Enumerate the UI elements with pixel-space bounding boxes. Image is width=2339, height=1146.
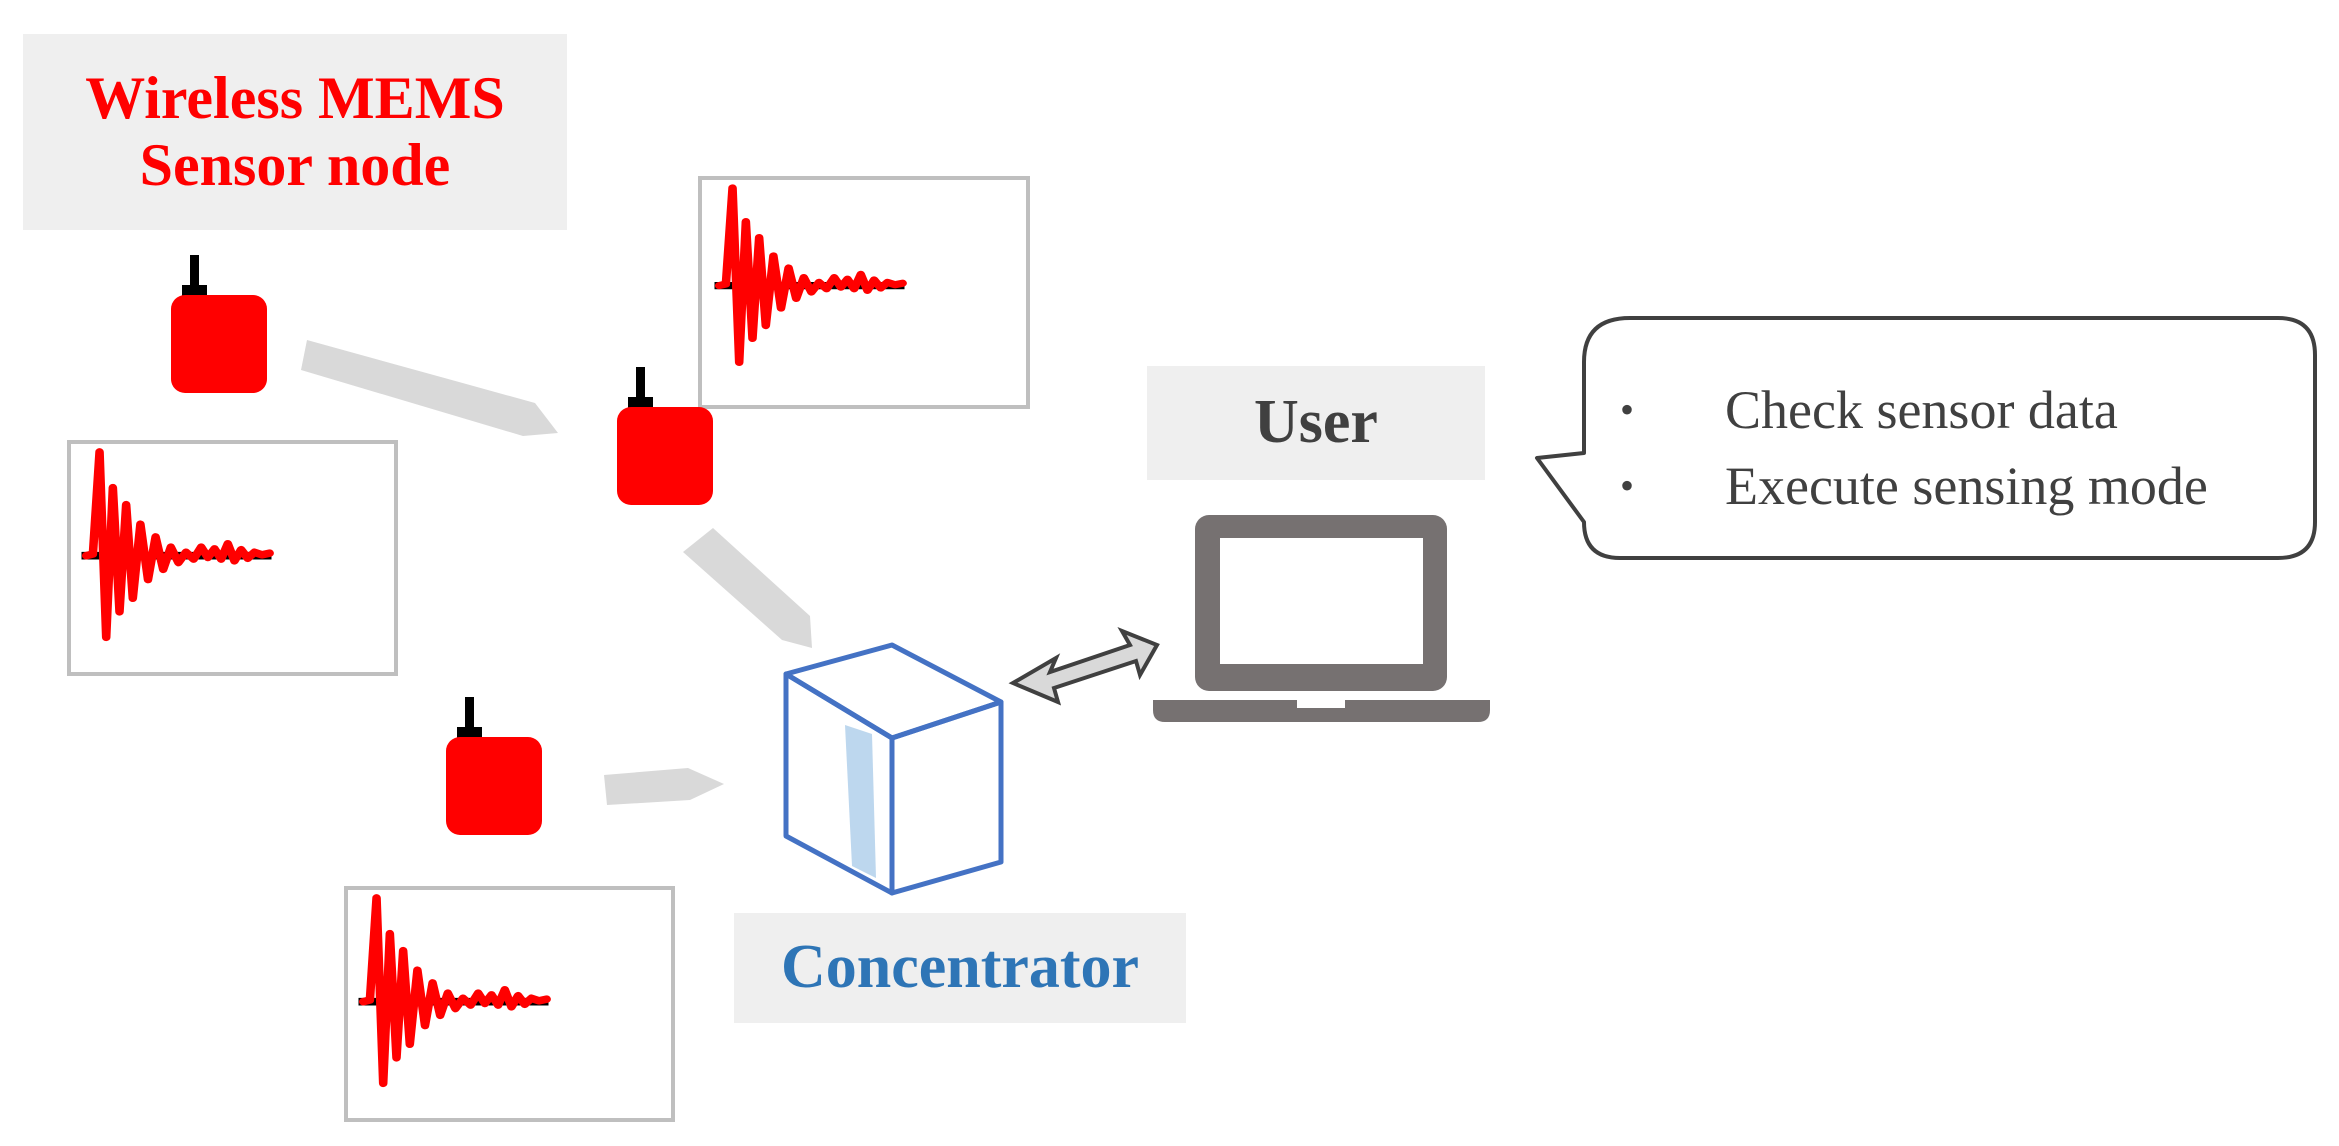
list-item-text: Check sensor data	[1725, 380, 2118, 440]
speech-bubble-icon	[1535, 316, 2317, 560]
user-label-text: User	[1254, 388, 1378, 457]
waveform-box-1	[698, 176, 1030, 409]
sensor-node-icon	[446, 697, 542, 835]
concentrator-label-text: Concentrator	[780, 933, 1140, 1002]
sensor-node-label-line1: Wireless MEMS	[85, 64, 505, 131]
waveform-box-2	[67, 440, 398, 676]
flow-arrow-node3	[604, 768, 724, 805]
speech-bubble-list: • Check sensor data • Execute sensing mode	[1620, 372, 2208, 524]
sensor-node-label: Wireless MEMS Sensor node	[23, 34, 567, 230]
list-item: • Check sensor data	[1620, 372, 2208, 448]
concentrator-box-icon	[783, 642, 1004, 896]
sensor-node-label-line2: Sensor node	[139, 132, 451, 198]
laptop-icon	[1153, 515, 1490, 722]
double-arrow-icon	[1008, 627, 1160, 706]
concentrator-label: Concentrator	[734, 913, 1186, 1023]
bullet-icon: •	[1620, 463, 1635, 508]
sensor-node-icon	[171, 255, 267, 393]
user-label: User	[1147, 366, 1485, 480]
flow-arrow-node2	[683, 528, 812, 648]
list-item: • Execute sensing mode	[1620, 448, 2208, 524]
waveform-box-3	[344, 886, 675, 1122]
list-item-text: Execute sensing mode	[1725, 456, 2208, 516]
bullet-icon: •	[1620, 387, 1635, 432]
flow-arrow-node1	[301, 340, 558, 436]
